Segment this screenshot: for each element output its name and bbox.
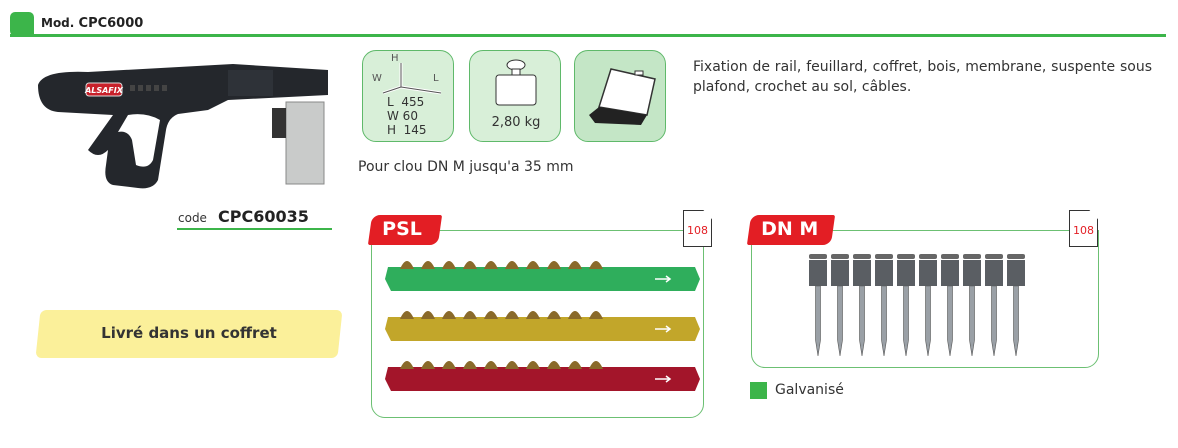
cartridge-strip (385, 361, 700, 391)
dnm-label: DN M (761, 218, 819, 240)
dnm-tag: DN M (746, 215, 836, 245)
compatibility-note: Pour clou DN M jusqu'a 35 mm (358, 159, 574, 175)
nail (1007, 254, 1025, 357)
nail (897, 254, 915, 357)
product-code: CPC60035 (218, 207, 309, 226)
dimensions-axes-icon (382, 63, 442, 95)
page-ref-dnm[interactable]: 108 (1069, 210, 1098, 247)
model-title: Mod. CPC6000 (41, 16, 143, 31)
psl-tag: PSL (367, 215, 443, 245)
code-underline (177, 228, 332, 230)
header-rule (10, 34, 1166, 37)
page-number: 108 (1073, 224, 1094, 237)
galvanized-label: Galvanisé (775, 382, 844, 398)
nail (831, 254, 849, 357)
cartridge-strips (385, 261, 700, 391)
height-value: H 145 (387, 123, 427, 137)
brand-logo: ALSAFIX (84, 86, 124, 95)
nail (919, 254, 937, 357)
page-number: 108 (687, 224, 708, 237)
cartridge-strip (385, 311, 700, 341)
weight-box: 2,80 kg (469, 50, 561, 142)
nail (875, 254, 893, 357)
width-value: W 60 (387, 109, 418, 123)
nail (809, 254, 827, 357)
case-box (574, 50, 666, 142)
weight-icon (495, 59, 537, 106)
product-description: Fixation de rail, feuillard, coffret, bo… (693, 59, 1152, 95)
delivery-note: Livré dans un coffret (101, 324, 277, 342)
galvanized-swatch (750, 382, 767, 399)
nail (941, 254, 959, 357)
axis-w-label: W (372, 73, 382, 84)
case-icon (589, 68, 656, 125)
axis-h-label: H (391, 53, 399, 64)
length-value: L 455 (387, 95, 425, 109)
cartridge-strip (385, 261, 700, 291)
psl-label: PSL (382, 218, 422, 240)
model-prefix: Mod. (41, 16, 75, 30)
nail (963, 254, 981, 357)
weight-value: 2,80 kg (491, 115, 541, 130)
psl-panel (371, 230, 704, 418)
model-name: CPC6000 (78, 16, 144, 31)
page-ref-psl[interactable]: 108 (683, 210, 712, 247)
nail (853, 254, 871, 357)
header-marker (10, 12, 34, 36)
code-label: code (178, 211, 207, 225)
nail-gun-image: ALSAFIX (38, 64, 328, 189)
axis-l-label: L (433, 73, 439, 84)
nail (985, 254, 1003, 357)
dnm-panel (751, 230, 1099, 368)
nails-image (809, 254, 1025, 357)
